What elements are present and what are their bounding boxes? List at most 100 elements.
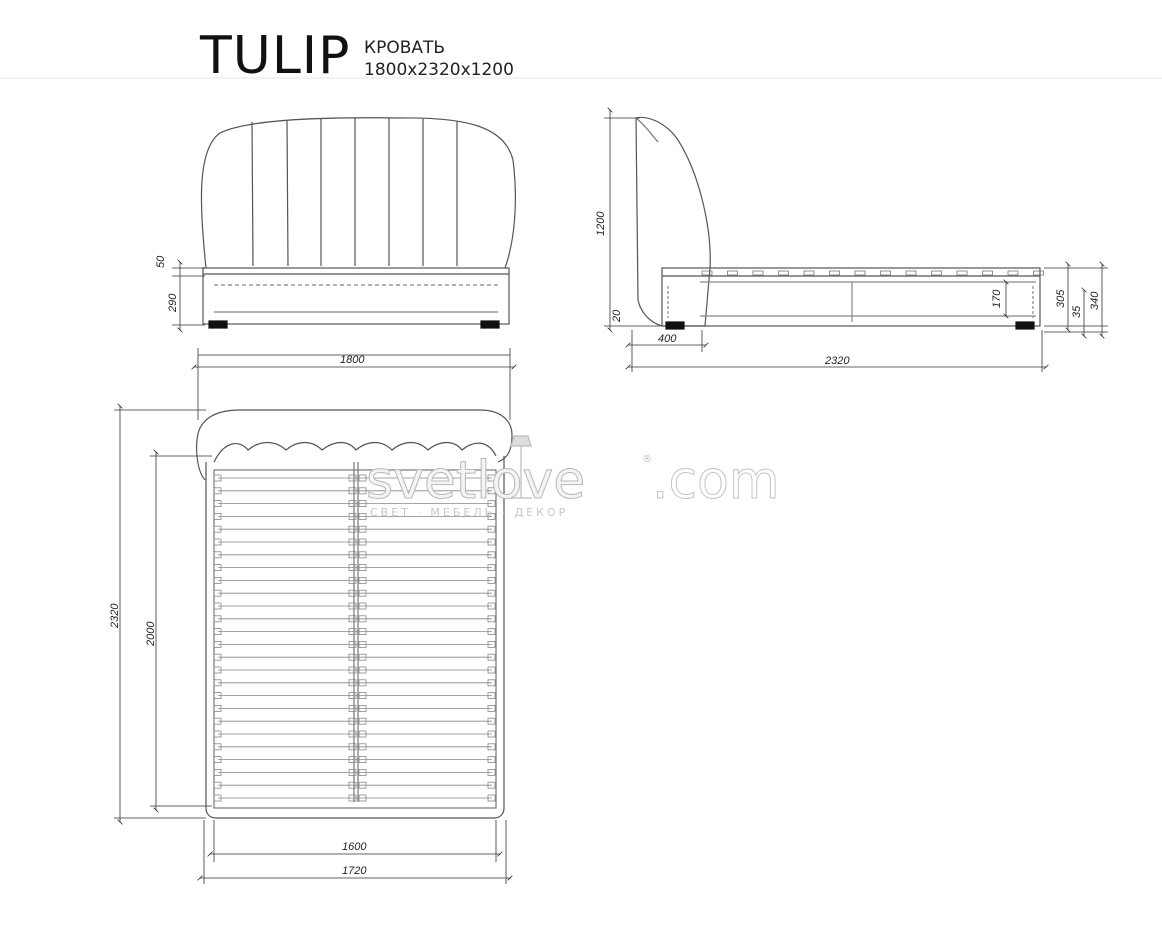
watermark-tagline: СВЕТ · МЕБЕЛЬ · ДЕКОР	[370, 506, 568, 519]
slat-clip	[358, 705, 367, 712]
slat-clip	[213, 628, 222, 635]
headboard-channel	[251, 121, 254, 267]
slat-clip	[487, 641, 496, 648]
dim-top-1600: 1600	[342, 841, 367, 853]
slat-clip	[213, 615, 222, 623]
slat-clip	[487, 589, 496, 597]
slat-clip	[358, 500, 367, 508]
slat-holder-mark	[931, 270, 942, 276]
slat-clip	[487, 628, 496, 635]
slat-clip	[213, 487, 222, 495]
slat-clip	[213, 641, 222, 648]
slat-clip	[358, 769, 367, 776]
dim-side-400: 400	[658, 333, 677, 345]
slat-clip	[487, 781, 496, 789]
slat-holder-mark	[880, 270, 891, 276]
slat-clip	[348, 577, 357, 584]
slat-clip	[348, 500, 357, 508]
slat-clip	[358, 692, 367, 699]
slat-clip	[213, 717, 222, 725]
slat-clip	[348, 743, 357, 751]
side-view	[635, 116, 1041, 330]
lamp-icon	[510, 435, 532, 499]
slat-clip	[487, 564, 496, 571]
slat-clip	[487, 717, 496, 725]
slat-clip	[348, 615, 357, 623]
slat-clip	[348, 769, 357, 776]
slat-clip	[348, 705, 357, 712]
slat-clip	[358, 730, 367, 738]
slat-clip	[487, 756, 496, 763]
slat-holder-mark	[956, 270, 968, 276]
leg	[208, 320, 228, 329]
slat-clip	[487, 487, 496, 495]
slat-clip	[487, 551, 496, 559]
slat-holder-mark	[982, 270, 993, 276]
slat-clip	[213, 500, 222, 508]
slat-clip	[358, 743, 367, 751]
slat-clip	[213, 743, 222, 751]
slat-clip	[358, 641, 367, 648]
dim-top-2320: 2320	[109, 603, 121, 629]
product-type: КРОВАТЬ	[364, 38, 446, 58]
slat-clip	[487, 730, 496, 738]
dim-top-2000: 2000	[145, 621, 157, 647]
slat-holder-mark	[727, 270, 738, 276]
slat-clip	[358, 602, 367, 610]
top-dimensions	[114, 403, 513, 884]
slat-clip	[213, 564, 222, 571]
slat-holder-mark	[778, 270, 789, 276]
slat-clip	[358, 615, 367, 623]
slat-clip	[487, 525, 496, 533]
slat-clip	[348, 538, 357, 546]
slat-clip	[358, 628, 367, 635]
slat-clip	[358, 577, 367, 584]
slat-clip	[348, 487, 357, 495]
slat-clip	[213, 666, 222, 674]
slat-clip	[487, 666, 496, 674]
slat-clip	[348, 794, 357, 802]
slat-clip	[358, 513, 367, 520]
slat-clip	[358, 756, 367, 763]
slat-clip	[358, 474, 367, 482]
slat-clip	[213, 730, 222, 738]
slat-clip	[487, 705, 496, 712]
slat-clip	[348, 653, 357, 661]
slat-clip	[348, 679, 357, 687]
slat-clip	[487, 513, 496, 520]
slat-clip	[348, 564, 357, 571]
slat-clip	[358, 525, 367, 533]
front-dimensions	[172, 259, 517, 420]
slat-clip	[348, 717, 357, 725]
slat-clip	[213, 551, 222, 559]
slat-clip	[213, 589, 222, 597]
slat-clip	[213, 692, 222, 699]
slat-clip	[358, 794, 367, 802]
leg	[1015, 321, 1035, 330]
slat-clip	[348, 756, 357, 763]
leg	[665, 321, 685, 330]
slat-clip	[213, 756, 222, 763]
slat-clip	[487, 577, 496, 584]
slat-clip	[348, 525, 357, 533]
dim-side-20: 20	[611, 309, 623, 323]
dim-side-170: 170	[991, 289, 1003, 308]
slat-clip	[487, 538, 496, 546]
leg	[480, 320, 500, 329]
slat-clip	[348, 551, 357, 559]
slat-clip	[213, 525, 222, 533]
slat-clip	[487, 794, 496, 802]
side-dimensions	[604, 107, 1108, 372]
slat-clip	[348, 641, 357, 648]
dim-top-1720: 1720	[342, 865, 367, 877]
side-base-frame	[661, 267, 1041, 327]
slat-holder-mark	[1033, 270, 1044, 276]
slat-holder-mark	[803, 270, 815, 276]
slat-clip	[487, 769, 496, 776]
slat-clip	[487, 743, 496, 751]
dim-side-340: 340	[1089, 291, 1101, 310]
product-size: 1800x2320x1200	[364, 60, 514, 80]
slat-clip	[213, 577, 222, 584]
slat-clip	[358, 487, 367, 495]
